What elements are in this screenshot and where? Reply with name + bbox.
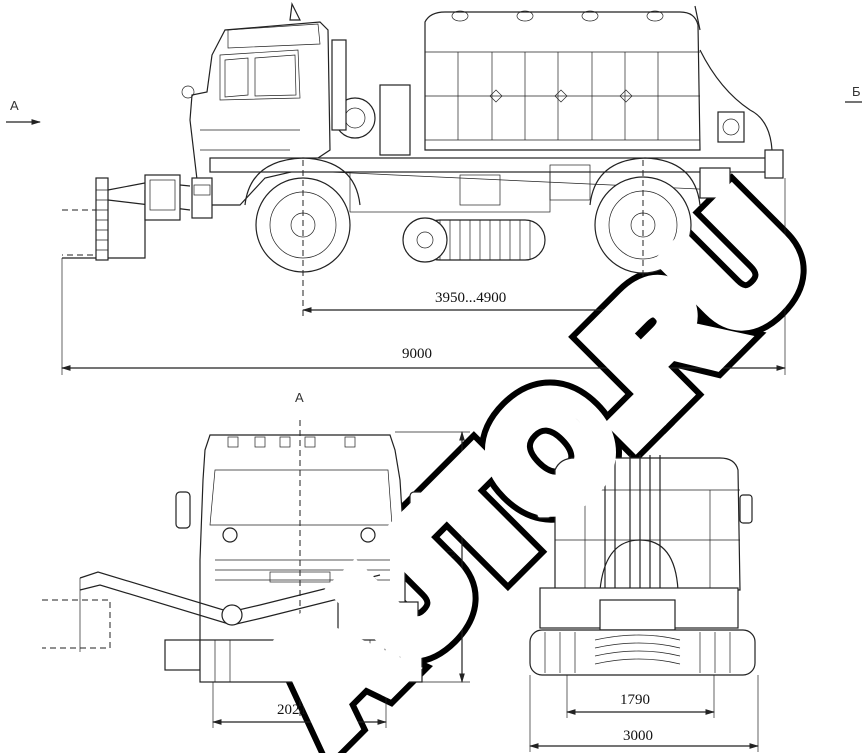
svg-text:Б: Б	[852, 84, 861, 99]
engine-unit	[331, 39, 411, 156]
rear-view: Б	[529, 398, 759, 752]
view-arrow-b: Б	[845, 84, 862, 103]
dim-overall-length: 9000	[61, 346, 786, 371]
dim-rear-track: 1790	[566, 675, 715, 718]
hopper-tank	[424, 10, 701, 151]
svg-text:9000: 9000	[402, 346, 432, 362]
dim-wheelbase: 3950...4900	[302, 290, 644, 313]
view-arrow-a: A	[6, 98, 41, 125]
svg-text:3050: 3050	[443, 550, 459, 580]
side-view: A Б	[6, 1, 862, 375]
bumper	[191, 177, 213, 219]
dim-height: 3050	[395, 431, 470, 683]
front-blade	[62, 174, 191, 261]
rear-equipment	[694, 5, 784, 236]
dim-front-track: 2021	[212, 682, 387, 728]
svg-text:A: A	[10, 98, 19, 113]
dim-overall-width: 3000	[529, 675, 759, 752]
svg-text:1790: 1790	[620, 692, 650, 708]
svg-text:2021: 2021	[277, 702, 307, 718]
front-view: A	[42, 390, 470, 728]
cab	[181, 1, 331, 206]
svg-text:3000: 3000	[623, 728, 653, 744]
rear-view-label: Б	[633, 398, 642, 413]
svg-text:3950...4900: 3950...4900	[435, 290, 506, 306]
sweeper-brush	[402, 217, 546, 263]
front-view-label: A	[295, 390, 304, 405]
